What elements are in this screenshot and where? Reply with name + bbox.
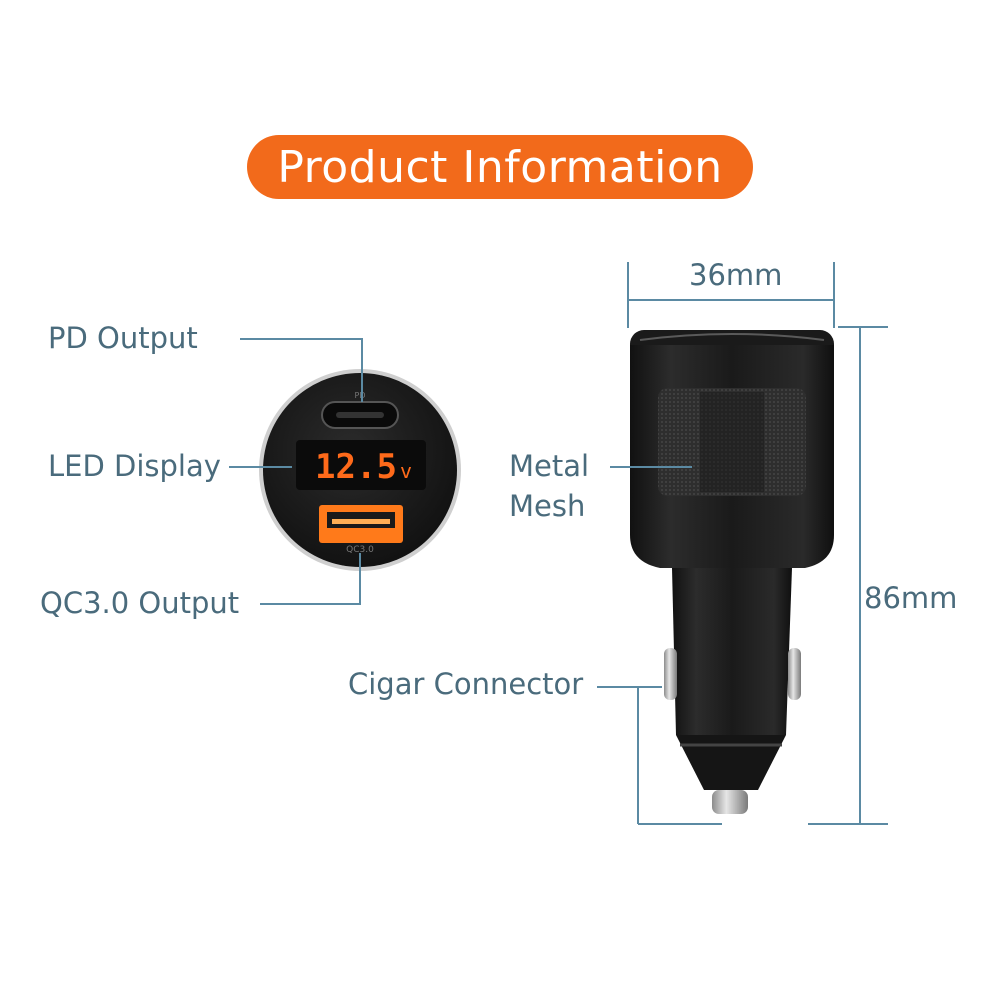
- charger-side-view: [630, 330, 834, 814]
- dimension-lines: [597, 262, 888, 825]
- cigar-connector-label: Cigar Connector: [348, 667, 584, 701]
- metal-mesh-label-line1: Metal: [509, 449, 590, 483]
- led-unit: v: [400, 459, 412, 483]
- left-leader-lines: [229, 338, 363, 605]
- qc-output-label: QC3.0 Output: [40, 586, 240, 620]
- width-dimension: 36mm: [689, 258, 783, 292]
- pd-output-label: PD Output: [48, 321, 198, 355]
- led-reading: 12.5: [315, 447, 397, 487]
- led-display-label: LED Display: [48, 449, 221, 483]
- pd-port-mark: PD: [355, 391, 366, 400]
- height-dimension: 86mm: [864, 581, 958, 615]
- product-information-banner: Product Information: [247, 135, 753, 199]
- charger-front-face: [259, 369, 461, 571]
- led-display: [296, 440, 426, 490]
- qc-port-mark: QC3.0: [346, 545, 374, 555]
- metal-mesh-label-line2: Mesh: [509, 489, 586, 523]
